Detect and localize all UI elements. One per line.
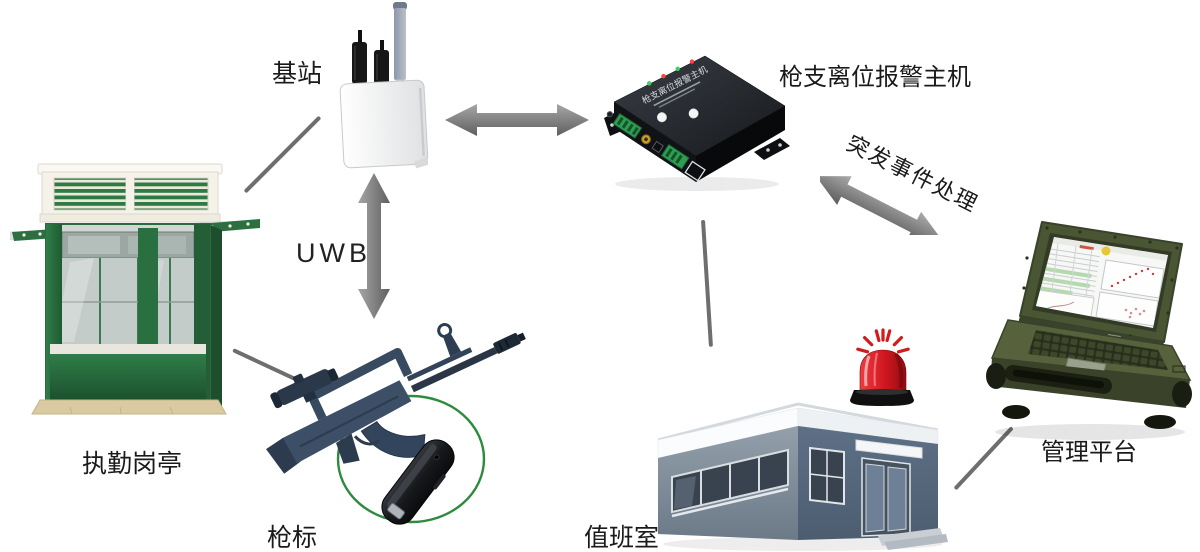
host-flange-right [754,138,790,160]
gun-tag-device-icon [381,439,455,525]
host-right-face [696,106,785,182]
duty-room-label: 值班室 [584,524,660,552]
alarm-host-label: 枪支离位报警主机 [779,64,971,91]
base-station-label: 基站 [272,60,323,88]
duty-room-entrance [809,439,948,550]
guard-booth-illustration [10,163,260,415]
laptop-handle [1004,365,1112,394]
alarm-host-illustration: 枪支离位报警主机 [604,55,790,191]
tag-highlight-circle [336,394,486,524]
double-arrow-emergency-icon [820,176,943,235]
duty-room-illustration [657,402,948,551]
stub-antenna-icons [352,30,389,84]
rifle-icon [266,322,526,474]
uwb-link-label: UWB [296,238,371,268]
double-arrow-uwb-icon [358,173,390,319]
guard-booth-label: 执勤岗亭 [82,450,183,478]
management-platform-label: 管理平台 [1041,439,1137,466]
gun-tag-label: 枪标 [267,524,318,552]
laptop-base [986,316,1192,429]
duty-room-windows [671,448,789,518]
laptop-illustration [986,221,1192,440]
gun-tag-illustration [266,322,526,525]
base-station-box [339,79,429,169]
alarm-beacon-icon [850,328,914,406]
connector-host-dutyroom [701,219,713,347]
base-station-illustration [339,2,429,169]
long-antenna-icon [393,2,407,89]
booth-roof [37,163,223,223]
booth-body [45,223,222,413]
booth-base [31,399,227,415]
double-arrow-basestation-host-icon [445,104,589,136]
